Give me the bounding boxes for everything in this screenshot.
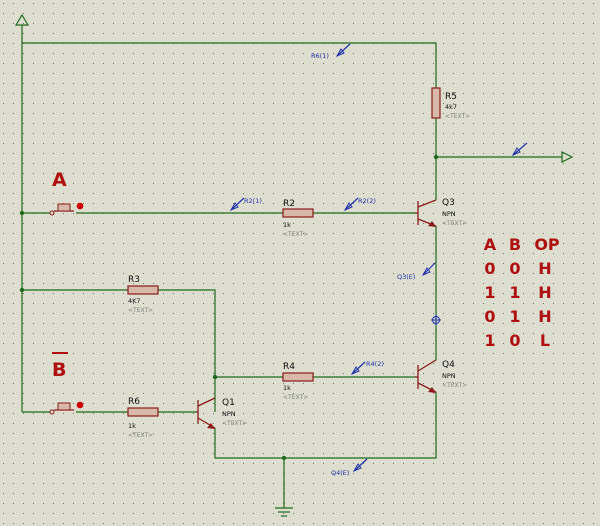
- r3-to-q1-collector-wire: [158, 289, 216, 412]
- resistor-r6[interactable]: R6 1k <TEXT>: [127, 397, 159, 439]
- probe-r2-2-label: R2(2): [358, 197, 376, 205]
- q1-type: NPN: [222, 410, 236, 418]
- wires: [21, 25, 562, 508]
- r3-text: <TEXT>: [128, 307, 153, 314]
- q1-name: Q1: [222, 398, 235, 408]
- switch-a[interactable]: [49, 202, 84, 216]
- truth-table-header-a: A: [484, 235, 497, 254]
- ground-icon[interactable]: [275, 507, 293, 517]
- truth-table-cell: L: [540, 331, 550, 350]
- resistor-r4[interactable]: R4 1k <TEXT>: [282, 362, 314, 401]
- probe-q4-e-label: Q4(E): [331, 469, 349, 477]
- probe-r6-1[interactable]: R6(1): [311, 43, 351, 60]
- output-terminal-icon[interactable]: [561, 151, 574, 163]
- truth-table-cell: 0: [509, 259, 520, 278]
- top-rail-wire: [22, 42, 437, 88]
- resistor-r3[interactable]: R3 4K7 <TEXT>: [127, 275, 159, 314]
- r6-name: R6: [128, 397, 140, 407]
- truth-table-header-op: OP: [534, 235, 560, 254]
- truth-table-cell: 0: [484, 307, 495, 326]
- probe-r4-2[interactable]: R4(2): [350, 360, 384, 376]
- truth-table-cell: 1: [484, 331, 495, 350]
- r5-name: R5: [445, 92, 457, 102]
- r2-value: 1k: [283, 221, 291, 229]
- r3-name: R3: [128, 275, 140, 285]
- q1-collector-junction: [212, 374, 218, 380]
- truth-table-row: 1 1 H: [484, 283, 551, 302]
- supply-terminal-icon[interactable]: [14, 13, 30, 26]
- q3-text: <TEXT>: [442, 220, 467, 227]
- truth-table-cell: 0: [484, 259, 495, 278]
- truth-table-cell: H: [538, 283, 551, 302]
- r5-value: 4k7: [445, 103, 457, 111]
- truth-table-row: 0 0 H: [484, 259, 551, 278]
- probe-q4-e[interactable]: Q4(E): [331, 458, 368, 477]
- a-junction: [19, 210, 25, 216]
- q1-text: <TEXT>: [222, 420, 247, 427]
- truth-table-row: 0 1 H: [484, 307, 551, 326]
- truth-table-row: 1 0 L: [484, 331, 550, 350]
- truth-table-cell: 1: [509, 307, 520, 326]
- truth-table: A B OP 0 0 H 1 1 H 0 1 H 1 0 L: [484, 235, 560, 350]
- r3-value: 4K7: [128, 297, 141, 305]
- probe-r6-1-label: R6(1): [311, 52, 329, 60]
- probe-r2-1-label: R2(1): [244, 197, 262, 205]
- switch-b[interactable]: [49, 401, 84, 415]
- probe-q3-e[interactable]: Q3(E): [397, 262, 436, 281]
- ground-junction: [281, 455, 287, 461]
- r4-text: <TEXT>: [283, 394, 308, 401]
- input-a-label: A: [52, 169, 67, 191]
- q4-text: <TEXT>: [442, 382, 467, 389]
- q4-name: Q4: [442, 360, 455, 370]
- input-b-label: B: [52, 359, 66, 381]
- truth-table-cell: 1: [509, 283, 520, 302]
- probe-q3-e-label: Q3(E): [397, 273, 415, 281]
- probe-r2-1[interactable]: R2(1): [229, 197, 262, 212]
- q3-type: NPN: [442, 210, 456, 218]
- r6-value: 1k: [128, 422, 136, 430]
- truth-table-cell: 0: [509, 331, 520, 350]
- r4-value: 1k: [283, 384, 291, 392]
- output-junction: [433, 154, 439, 160]
- transistor-q4[interactable]: Q4 NPN <TEXT>: [415, 359, 467, 393]
- truth-table-cell: H: [538, 307, 551, 326]
- ground-rail-wire: [214, 392, 437, 459]
- transistor-q3[interactable]: Q3 NPN <TEXT>: [415, 198, 467, 227]
- switch-b-state-indicator: [76, 401, 84, 409]
- r2-text: <TEXT>: [283, 231, 308, 238]
- truth-table-header-b: B: [509, 235, 521, 254]
- probe-output[interactable]: [511, 142, 528, 157]
- r3-junction: [19, 287, 25, 293]
- q3-name: Q3: [442, 198, 455, 208]
- r6-text: <TEXT>: [128, 432, 153, 439]
- switch-a-state-indicator: [76, 202, 84, 210]
- probe-r2-2[interactable]: R2(2): [343, 197, 376, 212]
- wire-marker-icon[interactable]: [431, 315, 441, 325]
- resistor-r2[interactable]: R2 1k <TEXT>: [282, 199, 314, 238]
- resistor-r5[interactable]: R5 4k7 <TEXT>: [431, 87, 470, 120]
- probe-r4-2-label: R4(2): [366, 360, 384, 368]
- truth-table-cell: H: [538, 259, 551, 278]
- transistor-q1[interactable]: Q1 NPN <TEXT>: [196, 397, 247, 429]
- r2-name: R2: [283, 199, 295, 209]
- r4-name: R4: [283, 362, 295, 372]
- q4-type: NPN: [442, 372, 456, 380]
- truth-table-header: A B OP: [484, 235, 560, 254]
- truth-table-cell: 1: [484, 283, 495, 302]
- r5-text: <TEXT>: [445, 113, 470, 120]
